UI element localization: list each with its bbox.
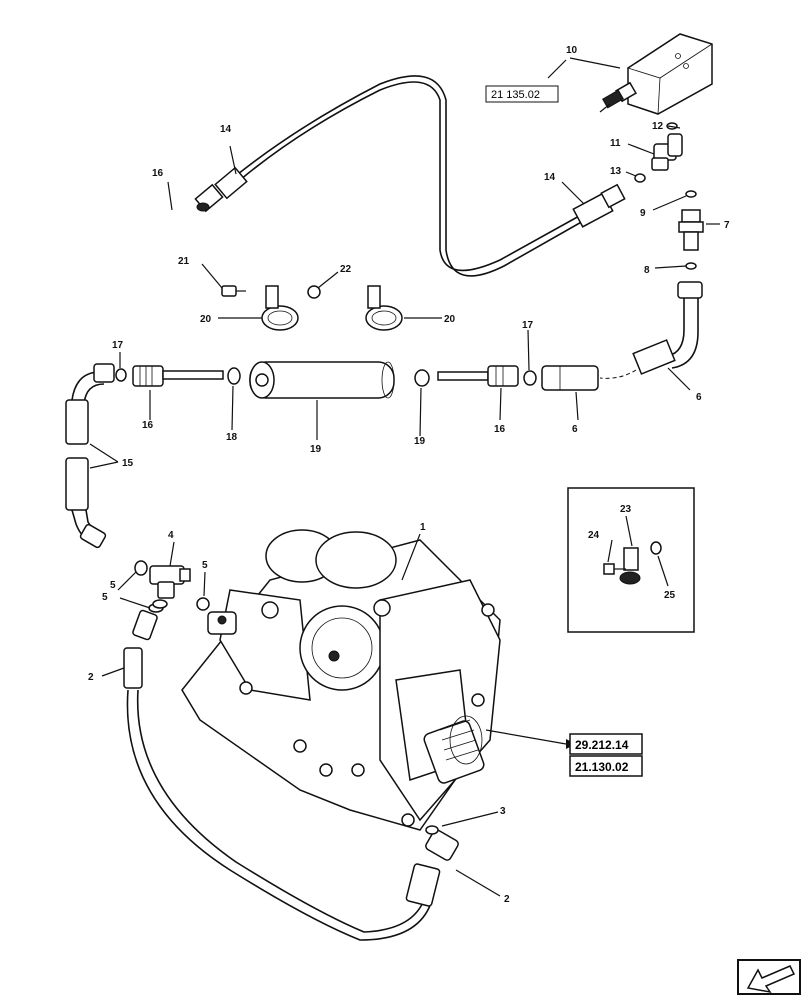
callout-9: 9 <box>640 208 646 219</box>
o-ring-5-lower <box>148 599 168 613</box>
callout-19-main: 19 <box>310 444 322 455</box>
accumulator-19 <box>249 361 395 399</box>
inset-box <box>567 487 695 633</box>
o-ring-13 <box>634 173 646 183</box>
callout-21: 21 <box>178 256 190 267</box>
hose-fitting-14-right <box>572 183 626 228</box>
callout-16-left: 16 <box>142 420 154 431</box>
tee-fitting-4 <box>149 565 191 599</box>
callout-25: 25 <box>664 590 676 601</box>
o-ring-19 <box>414 369 430 387</box>
callout-3: 3 <box>500 806 506 817</box>
callout-5-right: 5 <box>202 560 208 571</box>
arrow-back-icon[interactable] <box>737 959 801 995</box>
leader-lines <box>89 57 720 897</box>
reference-right-1[interactable]: 29.212.14 <box>569 733 643 755</box>
callout-14-right: 14 <box>544 172 556 183</box>
reference-top[interactable]: 21 135.02 <box>485 85 559 103</box>
nut-25 <box>650 541 662 555</box>
callout-15: 15 <box>122 458 134 469</box>
clamp-20-right <box>365 285 403 331</box>
o-ring-17-left <box>115 368 127 382</box>
callout-14-left: 14 <box>220 124 232 135</box>
reference-top-text: 21 135.02 <box>491 89 540 101</box>
reference-right-1-text: 29.212.14 <box>575 738 629 752</box>
callout-18: 18 <box>226 432 238 443</box>
valve-block-10 <box>599 33 713 115</box>
callout-8: 8 <box>644 265 650 276</box>
callout-11: 11 <box>610 138 621 149</box>
hose-15-left <box>65 363 115 549</box>
callout-4: 4 <box>168 530 174 541</box>
fitting-16-left <box>132 365 224 387</box>
elbow-fitting-11 <box>651 133 683 171</box>
callout-5-upper: 5 <box>110 580 116 591</box>
callout-7: 7 <box>724 220 730 231</box>
callout-10: 10 <box>566 45 578 56</box>
o-ring-3 <box>425 825 439 835</box>
reference-right-2-text: 21.130.02 <box>575 760 629 774</box>
callout-20-left: 20 <box>200 314 212 325</box>
callout-16-top: 16 <box>152 168 164 179</box>
o-ring-5-left <box>134 560 148 576</box>
o-ring-17-right <box>523 370 537 386</box>
callout-22: 22 <box>340 264 352 275</box>
o-ring-18 <box>227 367 241 385</box>
bolt-24 <box>603 563 626 575</box>
callout-2-left: 2 <box>88 672 94 683</box>
adapter-fitting-7 <box>678 209 704 251</box>
hose-fitting-14-left <box>194 166 248 213</box>
pump-1 <box>181 529 501 831</box>
callout-16-right: 16 <box>494 424 506 435</box>
bolt-21 <box>221 285 246 297</box>
callout-2-right: 2 <box>504 894 510 905</box>
clamp-20-left <box>261 285 299 331</box>
callout-12: 12 <box>652 121 664 132</box>
callout-24: 24 <box>588 530 600 541</box>
callouts: 10 12 11 13 9 7 8 6 14 16 14 21 22 20 20… <box>88 45 730 905</box>
nut-22 <box>307 285 321 299</box>
o-ring-5-right <box>196 597 210 611</box>
o-ring-8 <box>685 262 697 270</box>
callout-19-oring: 19 <box>414 436 426 447</box>
callout-17-left: 17 <box>112 340 124 351</box>
hose-end-6-left <box>541 365 599 391</box>
callout-6-left: 6 <box>572 424 578 435</box>
callout-5-lower: 5 <box>102 592 108 603</box>
callout-1: 1 <box>420 522 426 533</box>
fitting-16-right <box>437 365 519 387</box>
callout-13: 13 <box>610 166 622 177</box>
o-ring-9 <box>685 190 697 198</box>
tube-6-right <box>599 281 703 379</box>
callout-20-right: 20 <box>444 314 456 325</box>
callout-17-right: 17 <box>522 320 534 331</box>
callout-23: 23 <box>620 504 632 515</box>
reference-right-2[interactable]: 21.130.02 <box>569 755 643 777</box>
hose-2 <box>123 609 459 941</box>
hose-14-long <box>237 75 593 277</box>
callout-6-right: 6 <box>696 392 702 403</box>
clip-23 <box>619 547 641 585</box>
